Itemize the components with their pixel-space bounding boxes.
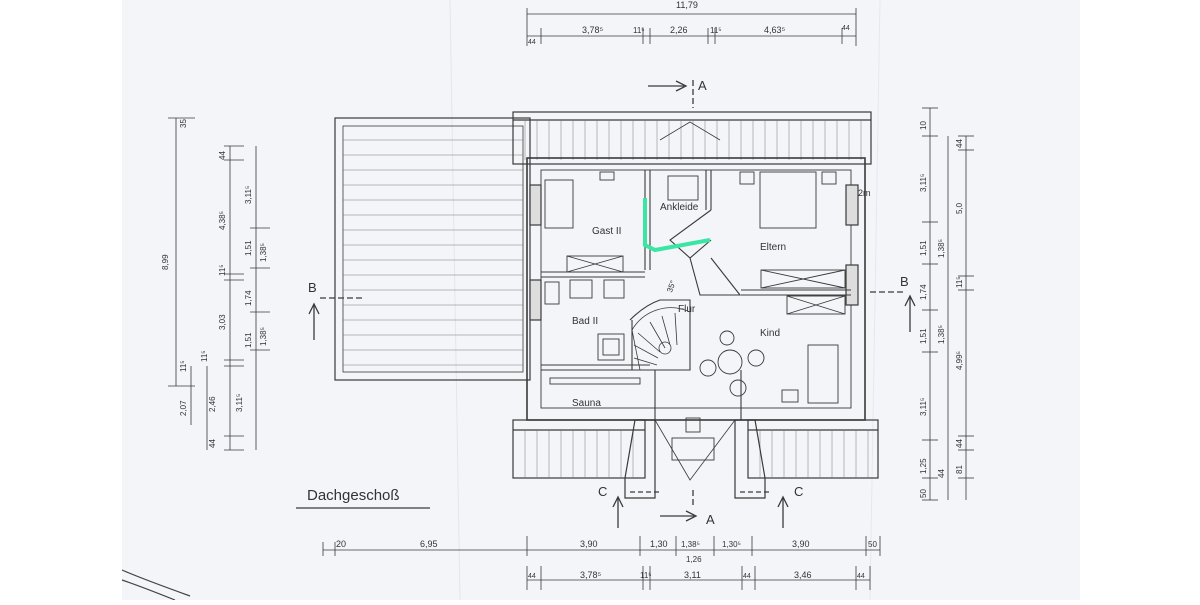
dim-left-overall: 8,99 [161,254,170,270]
dim-left-b5: 11⁵ [200,350,209,362]
highlight-marker [643,198,711,253]
roof-overhang-top [512,111,872,165]
dim-right-s3: 81 [955,465,964,474]
dim-bottom2-6: 3,46 [794,570,812,580]
dim-left-a3: 2,07 [179,400,188,416]
outer-walls [526,157,866,421]
dim-right-s1: 1,38⁵ [937,239,946,258]
room-label-eltern: Eltern [760,242,786,253]
room-label-sauna: Sauna [572,398,601,409]
paper [122,0,1080,600]
section-marker-b-left: B [308,280,317,295]
dim-right-t3: 11⁵ [955,276,964,288]
dim-bottom1-2: 6,95 [420,539,438,549]
dim-bottom2-1: 44 [528,573,536,580]
dim-top-4: 2,26 [670,25,688,35]
drawing-title: Dachgeschoß [307,487,400,504]
dim-bottom2-2: 3,78⁵ [580,570,602,580]
room-label-ankleide: Ankleide [660,202,699,213]
room-label-kind: Kind [760,328,780,339]
paper-fold [869,0,881,601]
dim-left-d1: 1,38⁵ [259,243,268,262]
room-label-flur: Flur [678,304,696,315]
slope-note: 35° [665,279,678,293]
dim-left-c4: 1,51 [244,332,253,348]
dim-top-3: 11⁵ [633,26,645,35]
dim-bottom1-5: 1,26 [686,555,702,564]
dim-right-r3: 1,51 [919,240,928,256]
interior-walls [541,170,851,420]
dim-right-t6: 44 [937,469,946,478]
dim-right-r6: 3,11⁵ [919,398,928,416]
dim-right-r7: 1,25 [919,458,928,474]
dim-left-c3: 1,74 [244,290,253,306]
dim-left-c2: 1,51 [244,240,253,256]
corner-curl [121,579,176,601]
dim-right-t1: 44 [955,139,964,148]
dim-bottom1-7: 3,90 [792,539,810,549]
dim-left-b4: 3,03 [218,314,227,330]
staircase [631,307,691,371]
dim-bottom1-5-sup: 1,38⁵ [681,540,700,549]
dim-right-r4: 1,74 [919,284,928,300]
section-marker-c-right: C [794,484,803,499]
height-note: 2m [858,188,871,198]
dim-top-2: 3,78⁵ [582,25,604,35]
dim-bottom2-5: 44 [743,573,751,580]
dim-bottom1-3: 3,90 [580,539,598,549]
dim-bottom2-4: 3,11 [684,570,701,580]
section-arrows [308,80,916,528]
dim-bottom2-7: 44 [857,573,865,580]
dim-left-a2: 11⁵ [179,360,188,372]
dormer-right [734,419,879,499]
dim-top-7: 44 [842,25,850,32]
dim-right-t5: 44 [955,439,964,448]
dim-left-c1: 3,11⁵ [244,186,253,204]
room-label-bad: Bad II [572,316,598,327]
dim-top-6: 4,63⁵ [764,25,786,35]
dim-right-t2: 5,0 [955,202,964,214]
dim-right-t4: 4,99⁵ [955,351,964,370]
section-marker-a-bottom: A [706,512,715,527]
dim-bottom1-6: 1,30⁵ [722,540,741,549]
dim-top-overall: 11,79 [676,0,698,10]
section-marker-a-top: A [698,78,707,93]
dim-left-b1: 44 [218,151,227,160]
corner-curl [121,569,191,597]
dimension-lines [168,8,974,590]
dim-right-s2: 1,38⁵ [937,325,946,344]
dim-left-c5: 3,11⁵ [235,394,244,412]
garage-roof [334,117,531,381]
furniture [544,171,846,461]
section-marker-b-right: B [900,274,909,289]
paper-fold [449,0,461,601]
dim-left-b2: 4,38⁵ [218,211,227,230]
dim-bottom1-8: 50 [868,540,877,549]
dim-right-r5: 1,51 [919,328,928,344]
room-label-gast: Gast II [592,226,621,237]
dim-top-1: 44 [528,39,536,46]
dim-right-r8: 50 [919,489,928,498]
dim-bottom1-1: 20 [336,539,346,549]
dim-bottom2-3: 11⁵ [640,571,652,580]
dim-right-r1: 10 [919,121,928,130]
entrance-dormer [654,419,736,481]
dim-left-d2: 1,38⁵ [259,327,268,346]
dormer-left [512,419,656,499]
section-marker-c-left: C [598,484,607,499]
dim-right-r2: 3,11⁵ [919,174,928,192]
dim-top-5: 11⁵ [710,26,722,35]
dim-bottom1-4: 1,30 [650,539,668,549]
dim-left-b6: 2,46 [208,396,217,412]
dim-left-a1: 35 [179,119,188,128]
dim-left-b3: 11⁵ [218,264,227,276]
dim-left-b7: 44 [208,439,217,448]
